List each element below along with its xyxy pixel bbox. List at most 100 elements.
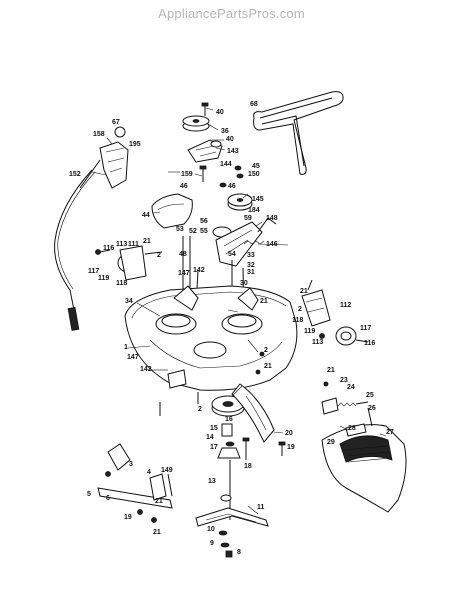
callout-9: 9 bbox=[210, 540, 214, 547]
belt-guard bbox=[151, 193, 193, 229]
callout-111: 111 bbox=[128, 241, 139, 248]
callout-40: 40 bbox=[216, 109, 224, 116]
callout-112: 112 bbox=[340, 302, 351, 309]
callout-48: 48 bbox=[179, 251, 187, 258]
callout-148: 148 bbox=[266, 215, 278, 222]
bolt-159 bbox=[199, 165, 207, 182]
callout-21: 21 bbox=[327, 367, 335, 374]
callout-16: 16 bbox=[225, 416, 233, 423]
callout-53: 53 bbox=[176, 226, 184, 233]
callout-21: 21 bbox=[143, 238, 151, 245]
callout-4: 4 bbox=[147, 469, 151, 476]
rear-link bbox=[231, 383, 275, 443]
callout-52: 52 bbox=[189, 228, 197, 235]
callout-21: 21 bbox=[300, 288, 308, 295]
callout-36: 36 bbox=[221, 128, 229, 135]
left-gauge-wheel bbox=[95, 245, 163, 281]
callout-46: 46 bbox=[228, 183, 236, 190]
callout-25: 25 bbox=[366, 392, 374, 399]
callout-2: 2 bbox=[198, 406, 202, 413]
lift-lever-bracket bbox=[79, 141, 129, 189]
callout-23: 23 bbox=[340, 377, 348, 384]
callout-14: 14 bbox=[206, 434, 214, 441]
callout-6: 6 bbox=[106, 495, 110, 502]
callout-44: 44 bbox=[142, 212, 150, 219]
rear-bolts bbox=[242, 437, 286, 460]
callout-143: 143 bbox=[227, 148, 239, 155]
key-part bbox=[114, 126, 126, 138]
callout-56: 56 bbox=[200, 218, 208, 225]
callout-147: 147 bbox=[127, 354, 139, 361]
discharge-chute bbox=[321, 423, 407, 513]
callout-21: 21 bbox=[264, 363, 272, 370]
callout-67: 67 bbox=[112, 119, 120, 126]
callout-149: 149 bbox=[161, 467, 173, 474]
control-cable bbox=[54, 169, 96, 331]
callout-150: 150 bbox=[248, 171, 260, 178]
callout-159: 159 bbox=[181, 171, 193, 178]
callout-10: 10 bbox=[207, 526, 215, 533]
callout-195: 195 bbox=[129, 141, 141, 148]
callout-59: 59 bbox=[244, 215, 252, 222]
callout-21: 21 bbox=[260, 298, 268, 305]
callout-13: 13 bbox=[208, 478, 216, 485]
callout-144: 144 bbox=[220, 161, 232, 168]
front-bracket bbox=[159, 369, 199, 416]
right-gauge-wheel bbox=[301, 279, 369, 346]
front-link-assembly bbox=[97, 443, 173, 523]
callout-116: 116 bbox=[364, 340, 375, 347]
callout-1: 1 bbox=[124, 344, 128, 351]
callout-117: 117 bbox=[360, 325, 371, 332]
callout-118: 118 bbox=[292, 317, 303, 324]
callout-118: 118 bbox=[116, 280, 127, 287]
callout-2: 2 bbox=[264, 347, 268, 354]
mower-deck bbox=[124, 285, 298, 391]
callout-46: 46 bbox=[180, 183, 188, 190]
callout-26: 26 bbox=[368, 405, 376, 412]
callout-15: 15 bbox=[210, 425, 218, 432]
callout-119: 119 bbox=[304, 328, 315, 335]
callout-116: 116 bbox=[103, 245, 114, 252]
idler-arm-assembly bbox=[212, 217, 277, 267]
callout-17: 17 bbox=[210, 444, 218, 451]
callout-2: 2 bbox=[157, 252, 161, 259]
idler-pulley-145 bbox=[227, 193, 253, 211]
callout-20: 20 bbox=[285, 430, 293, 437]
callout-32: 32 bbox=[247, 262, 255, 269]
callout-8: 8 bbox=[237, 549, 241, 556]
callout-21: 21 bbox=[155, 498, 163, 505]
mower-blade bbox=[195, 507, 269, 527]
callout-145: 145 bbox=[252, 196, 264, 203]
chute-spring-assembly bbox=[321, 381, 373, 427]
callout-184: 184 bbox=[248, 207, 260, 214]
callout-2: 2 bbox=[298, 306, 302, 313]
callout-21: 21 bbox=[153, 529, 161, 536]
callout-28: 28 bbox=[348, 425, 356, 432]
callout-5: 5 bbox=[87, 491, 91, 498]
blade-hardware bbox=[218, 530, 233, 558]
callout-158: 158 bbox=[93, 131, 105, 138]
callout-18: 18 bbox=[244, 463, 252, 470]
callout-55: 55 bbox=[200, 228, 208, 235]
callout-142: 142 bbox=[193, 267, 205, 274]
callout-19: 19 bbox=[287, 444, 295, 451]
callout-labels: 68 40 36 40 143 67 158 195 152 144 45 15… bbox=[69, 101, 394, 556]
callout-117: 117 bbox=[88, 268, 99, 275]
callout-146: 146 bbox=[266, 241, 278, 248]
callout-142: 142 bbox=[140, 366, 152, 373]
idler-pulley-upper bbox=[182, 102, 223, 163]
callout-19: 19 bbox=[124, 514, 132, 521]
callout-45: 45 bbox=[252, 163, 260, 170]
callout-119: 119 bbox=[98, 275, 109, 282]
nut-group bbox=[219, 165, 244, 188]
callout-34: 34 bbox=[125, 298, 133, 305]
callout-3: 3 bbox=[129, 461, 133, 468]
callout-27: 27 bbox=[386, 429, 394, 436]
spindle-assembly bbox=[211, 395, 245, 520]
callout-152: 152 bbox=[69, 171, 81, 178]
callout-113: 113 bbox=[116, 241, 127, 248]
callout-11: 11 bbox=[257, 504, 265, 511]
callout-68: 68 bbox=[250, 101, 258, 108]
callout-31: 31 bbox=[247, 269, 255, 276]
